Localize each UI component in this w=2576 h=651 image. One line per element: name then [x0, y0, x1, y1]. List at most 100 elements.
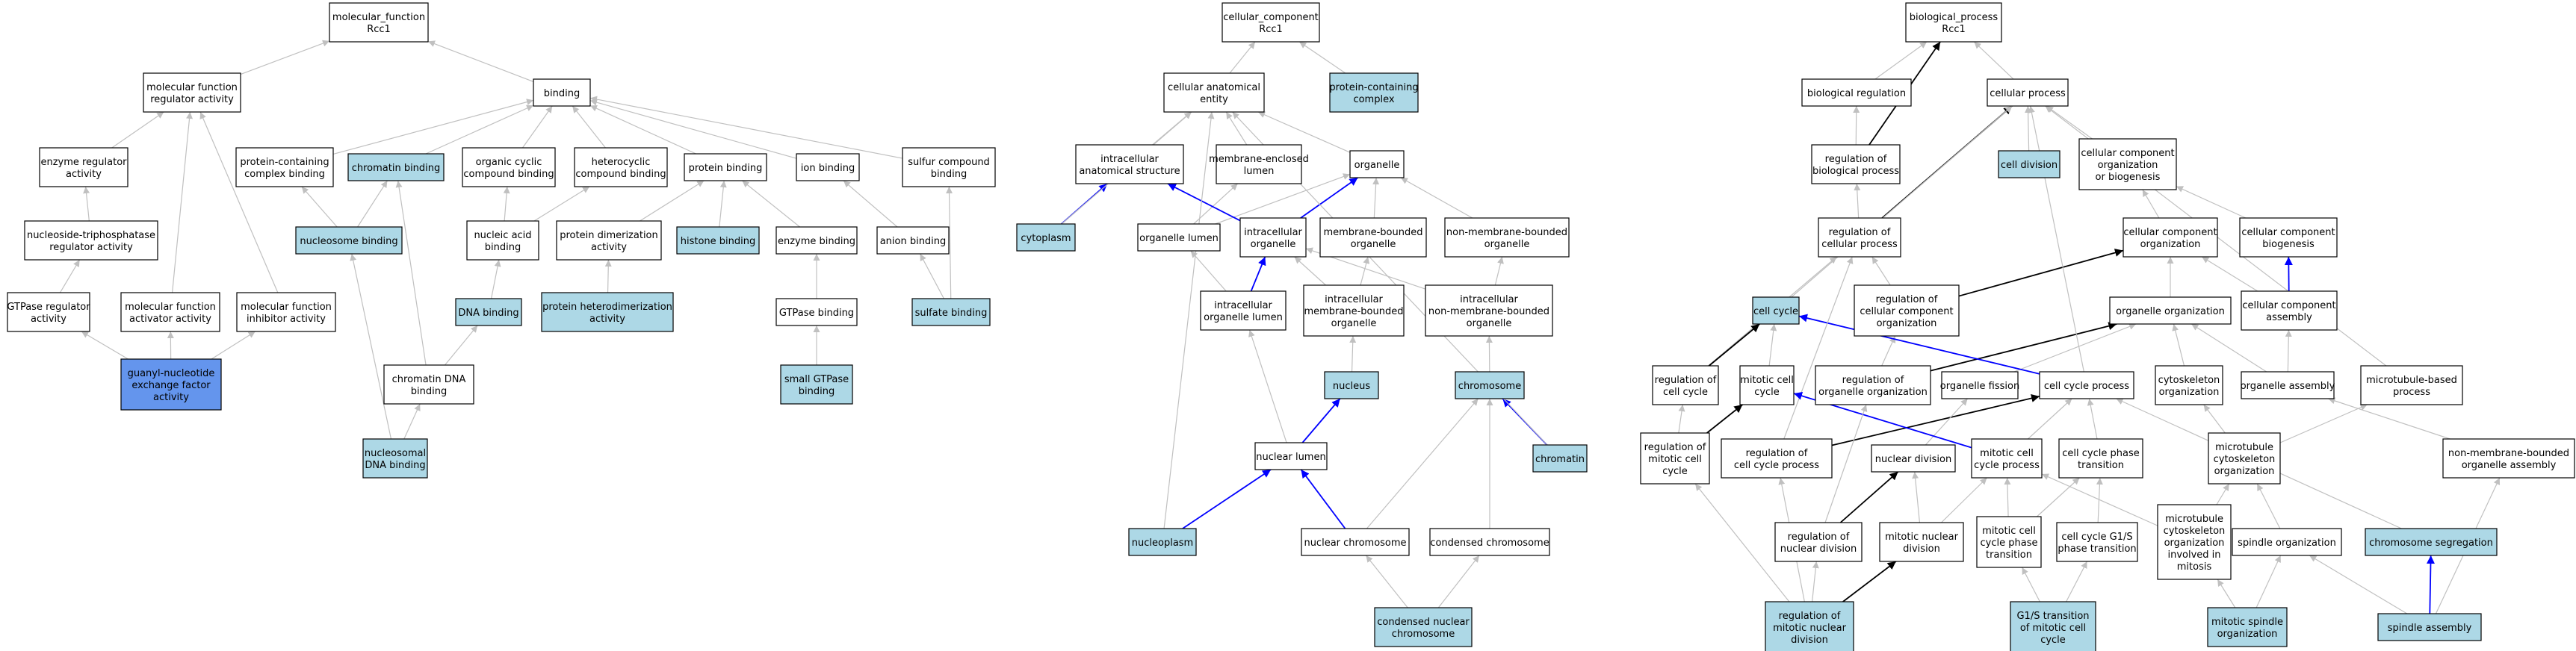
term-node-nchrom[interactable]: nuclear chromosome	[1301, 528, 1410, 556]
term-node-sulfb[interactable]: sulfate binding	[911, 298, 991, 326]
term-node-spindorg[interactable]: spindle organization	[2232, 528, 2342, 556]
term-node-cellproc[interactable]: cellular process	[1987, 78, 2069, 107]
term-node-anionb[interactable]: anion binding	[876, 226, 950, 255]
term-node-ionb[interactable]: ion binding	[796, 153, 860, 181]
term-label-line: organization	[1877, 318, 1937, 329]
term-node-nucdiv[interactable]: nuclear division	[1871, 444, 1956, 473]
term-node-bioreg[interactable]: biological regulation	[1801, 78, 1912, 107]
edge-intorg-to-organelle	[1300, 177, 1358, 219]
term-node-nucleoplasm[interactable]: nucleoplasm	[1128, 528, 1197, 556]
term-box	[1765, 601, 1854, 651]
term-node-nlumen[interactable]: nuclear lumen	[1254, 442, 1328, 470]
term-node-protb[interactable]: protein binding	[684, 153, 767, 181]
term-label-line: mitotic cell	[1648, 454, 1702, 465]
term-node-chromb[interactable]: chromatin binding	[347, 153, 445, 181]
term-node-spasm[interactable]: spindle assembly	[2377, 613, 2482, 641]
term-node-inmbo[interactable]: intracellularnon-membrane-boundedorganel…	[1425, 284, 1553, 337]
term-node-cchrom[interactable]: condensed chromosome	[1429, 528, 1550, 556]
term-node-orglumen[interactable]: organelle lumen	[1137, 223, 1221, 252]
term-box	[1425, 284, 1553, 337]
term-node-chromatin[interactable]: chromatin	[1532, 444, 1588, 473]
term-node-orgfis[interactable]: organelle fission	[1940, 371, 2019, 399]
term-label-line: mitotic cell	[1740, 375, 1794, 386]
term-node-binding[interactable]: binding	[533, 78, 591, 107]
term-node-enzb[interactable]: enzyme binding	[775, 226, 858, 255]
edge-mtcoim-to-mccp	[2041, 473, 2158, 526]
term-node-gtpb[interactable]: GTPase binding	[775, 298, 858, 326]
term-node-chromosome[interactable]: chromosome	[1455, 371, 1525, 399]
term-node-cytoplasm[interactable]: cytoplasm	[1016, 223, 1076, 252]
term-node-nucb[interactable]: nucleosome binding	[295, 226, 403, 255]
term-box	[796, 153, 860, 181]
term-node-cellcycle[interactable]: cell cycle	[1752, 296, 1800, 325]
term-node-dnab[interactable]: DNA binding	[455, 298, 522, 326]
term-node-orgasm[interactable]: organelle assembly	[2241, 371, 2335, 399]
term-node-celldiv[interactable]: cell division	[1998, 150, 2061, 178]
term-node-ccp[interactable]: cell cycle process	[2039, 371, 2134, 399]
term-node-chromseg[interactable]: chromosome segregation	[2365, 528, 2498, 556]
term-node-mtcoim[interactable]: microtubulecytoskeletonorganizationinvol…	[2157, 504, 2232, 580]
term-node-orgorg[interactable]: organelle organization	[2109, 296, 2232, 325]
term-node-organelle[interactable]: organelle	[1349, 150, 1405, 178]
term-box	[911, 298, 991, 326]
term-node-nucleus[interactable]: nucleus	[1324, 371, 1379, 399]
term-node-histb[interactable]: histone binding	[676, 226, 760, 255]
term-label-line: division	[1903, 543, 1940, 555]
